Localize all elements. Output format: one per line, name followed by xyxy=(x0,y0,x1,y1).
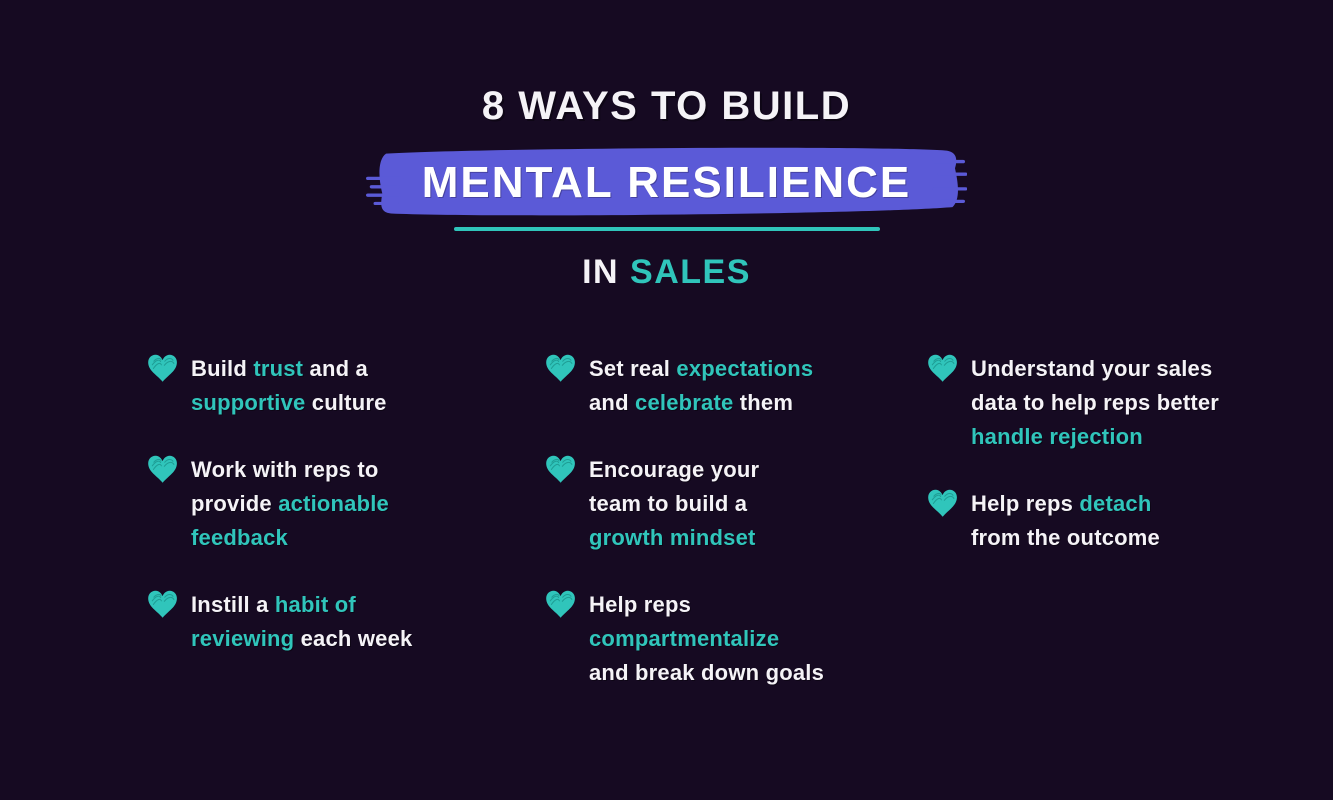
tips-column-1: Build trust and a supportive culture Work… xyxy=(146,352,496,689)
tip-text: Instill a habit of reviewing each week xyxy=(191,588,412,656)
tip-plain-text: Help reps xyxy=(971,491,1080,516)
heart-icon xyxy=(146,352,179,384)
tips-column-3: Understand your sales data to help reps b… xyxy=(926,352,1316,588)
tip-text: Understand your sales data to help reps b… xyxy=(971,352,1219,454)
tip-accent-text: compartmentalize xyxy=(589,626,780,651)
title-line-3: IN SALES xyxy=(0,253,1333,292)
tip-plain-text: provide xyxy=(191,491,279,516)
tip-plain-text: Work with reps to xyxy=(191,457,379,482)
tips-grid: Build trust and a supportive culture Work… xyxy=(0,352,1333,800)
tip-plain-text: Build xyxy=(191,356,254,381)
tip-text: Encourage your team to build a growth mind… xyxy=(589,453,759,555)
title-highlight: MENTAL RESILIENCE xyxy=(365,145,968,221)
tip-plain-text: team to build a xyxy=(589,491,748,516)
tip-plain-text: them xyxy=(733,390,794,415)
heart-icon xyxy=(544,453,577,485)
brush-stroke-highlight xyxy=(365,147,968,216)
tip-accent-text: habit of xyxy=(274,592,356,617)
tip-accent-text: expectations xyxy=(676,356,814,381)
tip-accent-text: supportive xyxy=(191,390,306,415)
tip-plain-text: Set real xyxy=(589,356,677,381)
title-underline xyxy=(453,227,880,231)
tip-plain-text: and xyxy=(589,390,636,415)
tip-plain-text: and a xyxy=(303,356,368,381)
tip-text: Help reps compartmentalize and break down … xyxy=(589,588,824,690)
tip-text: Build trust and a supportive culture xyxy=(191,352,387,420)
tip-plain-text: data to help reps better xyxy=(971,390,1220,415)
tip-accent-text: reviewing xyxy=(191,626,295,651)
tip-accent-text: growth mindset xyxy=(589,525,756,550)
tip-plain-text: Help reps xyxy=(589,592,692,617)
tip-item: Build trust and a supportive culture xyxy=(146,352,496,420)
tip-item: Work with reps to provide actionable feedb… xyxy=(146,453,496,555)
tip-item: Help reps detach from the outcome xyxy=(926,487,1316,555)
title-line-3-prefix: IN xyxy=(582,253,620,291)
tip-plain-text: culture xyxy=(305,390,387,415)
heart-icon xyxy=(544,588,577,620)
tip-accent-text: handle rejection xyxy=(971,424,1143,449)
tip-plain-text: Encourage your xyxy=(589,457,760,482)
tip-plain-text: from the outcome xyxy=(971,525,1160,550)
title-line-2: MENTAL RESILIENCE xyxy=(421,158,912,207)
title-line-3-accent: SALES xyxy=(630,253,751,291)
tip-text: Work with reps to provide actionable feedb… xyxy=(191,453,389,555)
tip-accent-text: celebrate xyxy=(635,390,734,415)
heart-icon xyxy=(926,352,959,384)
tip-plain-text: Understand your sales xyxy=(971,356,1213,381)
heart-icon xyxy=(146,588,179,620)
tip-item: Set real expectations and celebrate them xyxy=(544,352,894,420)
title-block: 8 WAYS TO BUILD MENTAL RESILIENCE xyxy=(0,0,1333,292)
tip-accent-text: detach xyxy=(1079,491,1152,516)
tip-accent-text: feedback xyxy=(191,525,288,550)
title-line-1: 8 WAYS TO BUILD xyxy=(481,84,852,128)
tip-item: Instill a habit of reviewing each week xyxy=(146,588,496,656)
heart-icon xyxy=(146,453,179,485)
tip-accent-text: trust xyxy=(253,356,304,381)
tip-text: Help reps detach from the outcome xyxy=(971,487,1160,555)
tip-item: Understand your sales data to help reps b… xyxy=(926,352,1316,454)
tip-plain-text: Instill a xyxy=(191,592,275,617)
tip-item: Help reps compartmentalize and break down … xyxy=(544,588,894,690)
tip-plain-text: each week xyxy=(294,626,413,651)
heart-icon xyxy=(544,352,577,384)
tip-accent-text: actionable xyxy=(278,491,389,516)
tip-text: Set real expectations and celebrate them xyxy=(589,352,813,420)
tip-item: Encourage your team to build a growth mind… xyxy=(544,453,894,555)
tip-plain-text: and break down goals xyxy=(589,660,825,685)
heart-icon xyxy=(926,487,959,519)
